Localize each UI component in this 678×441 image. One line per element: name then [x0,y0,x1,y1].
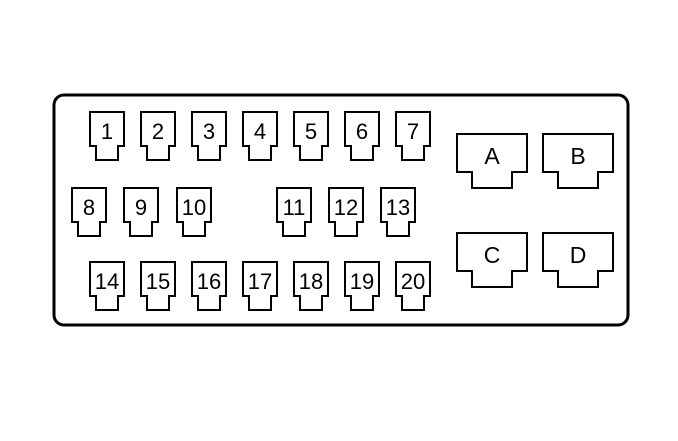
fuse-slot-2-outline [140,111,176,161]
fuse-slot-1: 1 [89,111,125,161]
fuse-slot-12-outline [328,187,364,237]
fuse-slot-10-label: 10 [182,195,206,220]
fuse-slot-d-outline [542,232,614,288]
fuse-slot-6: 6 [344,111,380,161]
fuse-slot-8-label: 8 [83,195,95,220]
fuse-slot-12: 12 [328,187,364,237]
fuse-slot-7-label: 7 [407,119,419,144]
fuse-slot-19-label: 19 [350,269,374,294]
fuse-slot-b-outline [542,133,614,189]
fuse-slot-8: 8 [71,187,107,237]
fuse-slot-19: 19 [344,261,380,311]
fuse-slot-9: 9 [123,187,159,237]
fuse-slot-2: 2 [140,111,176,161]
fuse-slot-c-outline [456,232,528,288]
fuse-slot-10-outline [176,187,212,237]
fuse-slot-20-label: 20 [401,269,425,294]
fuse-slot-11: 11 [276,187,312,237]
fuse-slot-7: 7 [395,111,431,161]
fuse-slot-a-label: A [484,143,500,169]
fuse-slot-10: 10 [176,187,212,237]
fuse-slot-16-label: 16 [197,269,221,294]
fuse-slot-18-label: 18 [299,269,323,294]
fuse-slot-13-outline [380,187,416,237]
fuse-slot-14-outline [89,261,125,311]
fuse-slot-20-outline [395,261,431,311]
fuse-slot-6-outline [344,111,380,161]
fuse-slot-13-label: 13 [386,195,410,220]
fuse-slot-14-label: 14 [95,269,119,294]
fuse-slot-12-label: 12 [334,195,358,220]
fuse-slot-13: 13 [380,187,416,237]
fuse-slot-d-label: D [570,242,587,268]
fuse-slot-b: B [542,133,614,189]
fuse-slot-6-label: 6 [356,119,368,144]
fuse-slot-4-label: 4 [254,119,266,144]
fuse-slot-8-outline [71,187,107,237]
fuse-slot-5-outline [293,111,329,161]
fuse-slot-17-label: 17 [248,269,272,294]
fuse-slot-15: 15 [140,261,176,311]
fuse-slot-9-outline [123,187,159,237]
fuse-slot-c-label: C [484,242,501,268]
fuse-slot-20: 20 [395,261,431,311]
fuse-slot-15-label: 15 [146,269,170,294]
fuse-slot-b-label: B [570,143,585,169]
fuse-slot-5: 5 [293,111,329,161]
fuse-slot-18-outline [293,261,329,311]
fuse-slot-a-outline [456,133,528,189]
fuse-slot-4-outline [242,111,278,161]
fuse-slot-5-label: 5 [305,119,317,144]
fuse-slot-15-outline [140,261,176,311]
fuse-slot-18: 18 [293,261,329,311]
fuse-slot-7-outline [395,111,431,161]
fuse-slot-a: A [456,133,528,189]
fuse-slot-d: D [542,232,614,288]
fuse-slot-9-label: 9 [135,195,147,220]
fuse-slot-3-outline [191,111,227,161]
fuse-slot-11-outline [276,187,312,237]
fuse-slot-16-outline [191,261,227,311]
fuse-slot-3-label: 3 [203,119,215,144]
fuse-slot-11-label: 11 [283,195,306,220]
fuse-slot-14: 14 [89,261,125,311]
fuse-slot-1-label: 1 [101,119,113,144]
fuse-slot-c: C [456,232,528,288]
fuse-slot-4: 4 [242,111,278,161]
fuse-slot-2-label: 2 [152,119,164,144]
fuse-slot-17: 17 [242,261,278,311]
fuse-slot-16: 16 [191,261,227,311]
fuse-slot-19-outline [344,261,380,311]
fuse-slot-17-outline [242,261,278,311]
fuse-slot-3: 3 [191,111,227,161]
fuse-slot-1-outline [89,111,125,161]
